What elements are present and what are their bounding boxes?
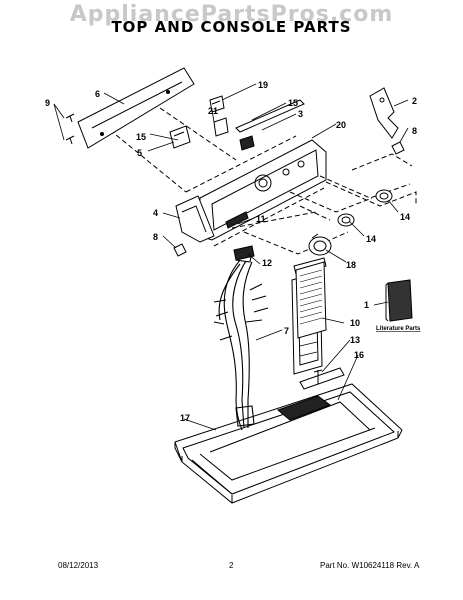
timer-knob (308, 233, 332, 256)
clip-right (391, 141, 405, 155)
callout-11: 11 (256, 214, 266, 224)
callout-4: 4 (153, 208, 158, 218)
callout-14-right: 14 (400, 212, 410, 222)
screw-filter (313, 369, 323, 384)
console-bracket (369, 87, 399, 139)
literature-label: Literature Parts (376, 326, 421, 332)
push-to-start-switch (209, 95, 225, 113)
callout-6: 6 (95, 89, 100, 99)
callout-14-center: 14 (366, 234, 376, 244)
selector-switch (213, 117, 229, 137)
cabinet-top (174, 383, 403, 504)
console-rail (235, 99, 305, 133)
clip-left (173, 243, 187, 257)
callout-1: 1 (364, 300, 369, 310)
callout-20: 20 (336, 120, 346, 130)
callout-21: 21 (208, 106, 218, 116)
lint-screen (295, 261, 327, 339)
leader-lines (53, 83, 409, 431)
callout-2: 2 (412, 96, 417, 106)
screws-left (65, 113, 75, 145)
watermark: AppliancePartsPros.com (69, 2, 394, 27)
callout-19: 19 (258, 80, 268, 90)
callout-8-left: 8 (153, 232, 158, 242)
wire-connector (233, 245, 255, 261)
callout-12: 12 (262, 258, 272, 268)
callout-7: 7 (284, 326, 289, 336)
footer-page-number: 2 (229, 561, 234, 570)
callout-labels: 6 9 19 15 3 21 20 15 5 2 8 4 8 11 14 14 … (45, 80, 421, 423)
console-backguard (199, 139, 327, 241)
callout-15-top: 15 (288, 98, 298, 108)
callout-3: 3 (298, 109, 303, 119)
callout-16: 16 (354, 350, 364, 360)
console-end-cap (175, 195, 215, 243)
callout-8-right: 8 (412, 126, 417, 136)
wire-harness (213, 249, 269, 431)
control-knob-right (375, 189, 393, 203)
callout-9: 9 (45, 98, 50, 108)
callout-15-left: 15 (136, 132, 146, 142)
timer (169, 125, 191, 149)
callout-17: 17 (180, 413, 190, 423)
console-outline-dashed (109, 107, 417, 255)
console-rear-panel (77, 67, 195, 149)
callout-18: 18 (346, 260, 356, 270)
page-title: TOP AND CONSOLE PARTS (111, 18, 352, 36)
callout-5: 5 (137, 148, 142, 158)
lid-slot (277, 367, 345, 421)
footer-part-number: Part No. W10624118 Rev. A (320, 561, 420, 570)
callout-13: 13 (350, 335, 360, 345)
literature-booklet (385, 279, 413, 322)
switch-bracket (239, 135, 255, 151)
callout-10: 10 (350, 318, 360, 328)
control-knob-center (337, 213, 355, 227)
footer-date: 08/12/2013 (58, 561, 99, 570)
